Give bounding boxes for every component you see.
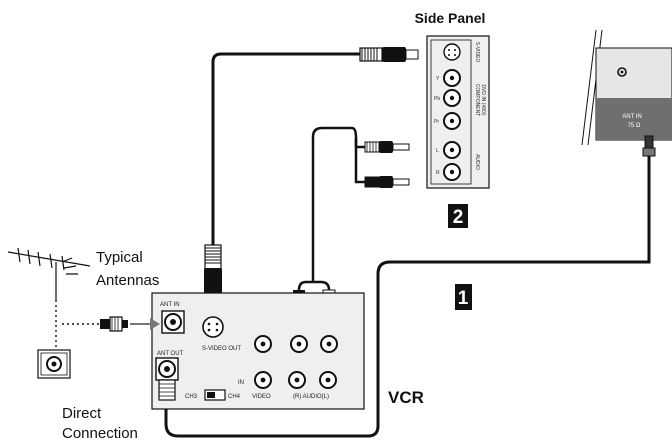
yagi-antenna-icon — [7, 247, 91, 300]
vcr-video-label: VIDEO — [252, 394, 271, 400]
cable-1-rf — [164, 156, 651, 438]
wall-outlet-icon — [37, 349, 71, 379]
direct-connection-label-line1: Direct — [62, 405, 102, 422]
vcr-ant-out-jack-icon — [155, 357, 179, 381]
vcr-ant-out-label: ANT OUT — [157, 351, 184, 357]
side-audio-jacks — [443, 141, 461, 181]
vcr-audio-label: (R) AUDIO(L) — [293, 394, 329, 400]
dipole-antenna-icon — [61, 257, 78, 275]
side-r-label: R — [436, 170, 440, 176]
side-panel-title: Side Panel — [415, 10, 486, 26]
vcr-in-label: IN — [238, 380, 244, 386]
vcr-channel-switch-icon — [204, 389, 226, 401]
side-y-label: Y — [436, 76, 440, 82]
side-pb-label: Pb — [434, 96, 440, 102]
vcr-ch3-label: CH3 — [185, 394, 198, 400]
cable-s-video — [204, 47, 419, 305]
vcr-ant-in-label: ANT IN — [160, 302, 180, 308]
tv-unit: ANT IN 75 Ω — [581, 29, 672, 157]
vcr-ch4-label: CH4 — [228, 394, 241, 400]
tv-coax-plug-icon — [644, 135, 654, 149]
vcr-s-video-jack-icon — [202, 316, 224, 338]
vcr-video-out-jack-icon — [254, 335, 272, 353]
direct-connection-label-line2: Connection — [62, 425, 138, 441]
antenna-coax-plug-icon — [100, 316, 128, 332]
side-l-label: L — [436, 148, 439, 154]
step-badge-2: 2 — [448, 204, 468, 228]
tv-ant-in-label: ANT IN — [622, 114, 642, 120]
side-dvd-in-label: DVD IN (480i) — [480, 84, 486, 115]
vcr-panel: ANT IN ANT OUT S-VIDEO OUT IN CH3 CH4 VI… — [151, 292, 365, 410]
tv-power-indicator-icon — [617, 67, 627, 77]
vcr-label: VCR — [388, 388, 424, 407]
side-component-jacks — [443, 69, 461, 130]
vcr-s-video-out-label: S-VIDEO OUT — [202, 346, 241, 352]
step-badge-1-label: 1 — [458, 288, 469, 309]
tv-ohm-label: 75 Ω — [628, 123, 641, 129]
side-panel: Side Panel S-VIDEO COMPONENT DVD IN ( — [415, 10, 490, 189]
side-s-video-jack-icon — [443, 43, 461, 61]
antenna-group — [7, 247, 160, 379]
side-s-video-label: S-VIDEO — [474, 42, 480, 63]
step-badge-1: 1 — [455, 284, 472, 310]
side-pr-label: Pr — [434, 119, 439, 125]
typical-antennas-label-line1: Typical — [96, 249, 143, 266]
side-audio-label: AUDIO — [474, 154, 480, 170]
step-badge-2-label: 2 — [453, 207, 464, 228]
side-component-label: COMPONENT — [474, 84, 480, 117]
typical-antennas-label-line2: Antennas — [96, 272, 159, 289]
vcr-ant-in-jack-icon — [161, 310, 185, 334]
